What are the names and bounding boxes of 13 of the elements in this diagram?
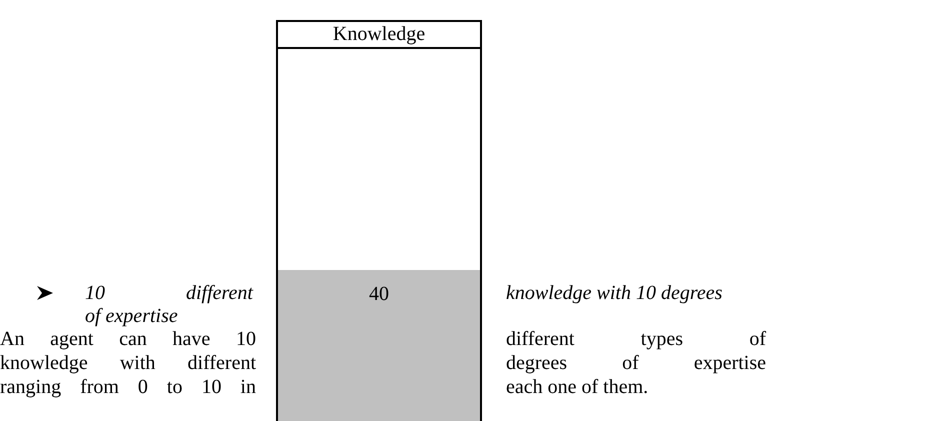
text-line: ranging from 0 to 10 in [0, 375, 256, 399]
text-line: knowledge with different [0, 351, 256, 375]
text-line: of expertise [85, 304, 179, 328]
filled-level-bar [278, 270, 480, 421]
text-line: each one of them. [506, 375, 650, 399]
column-header: Knowledge [278, 22, 480, 49]
knowledge-column [276, 20, 482, 421]
text-line: different types of [506, 327, 766, 351]
text-line: knowledge with 10 degrees [506, 281, 724, 305]
text-line: 10 different [85, 281, 253, 305]
text-line: An agent can have 10 [0, 327, 256, 351]
level-value: 40 [369, 282, 389, 306]
text-line: degrees of expertise [506, 351, 766, 375]
